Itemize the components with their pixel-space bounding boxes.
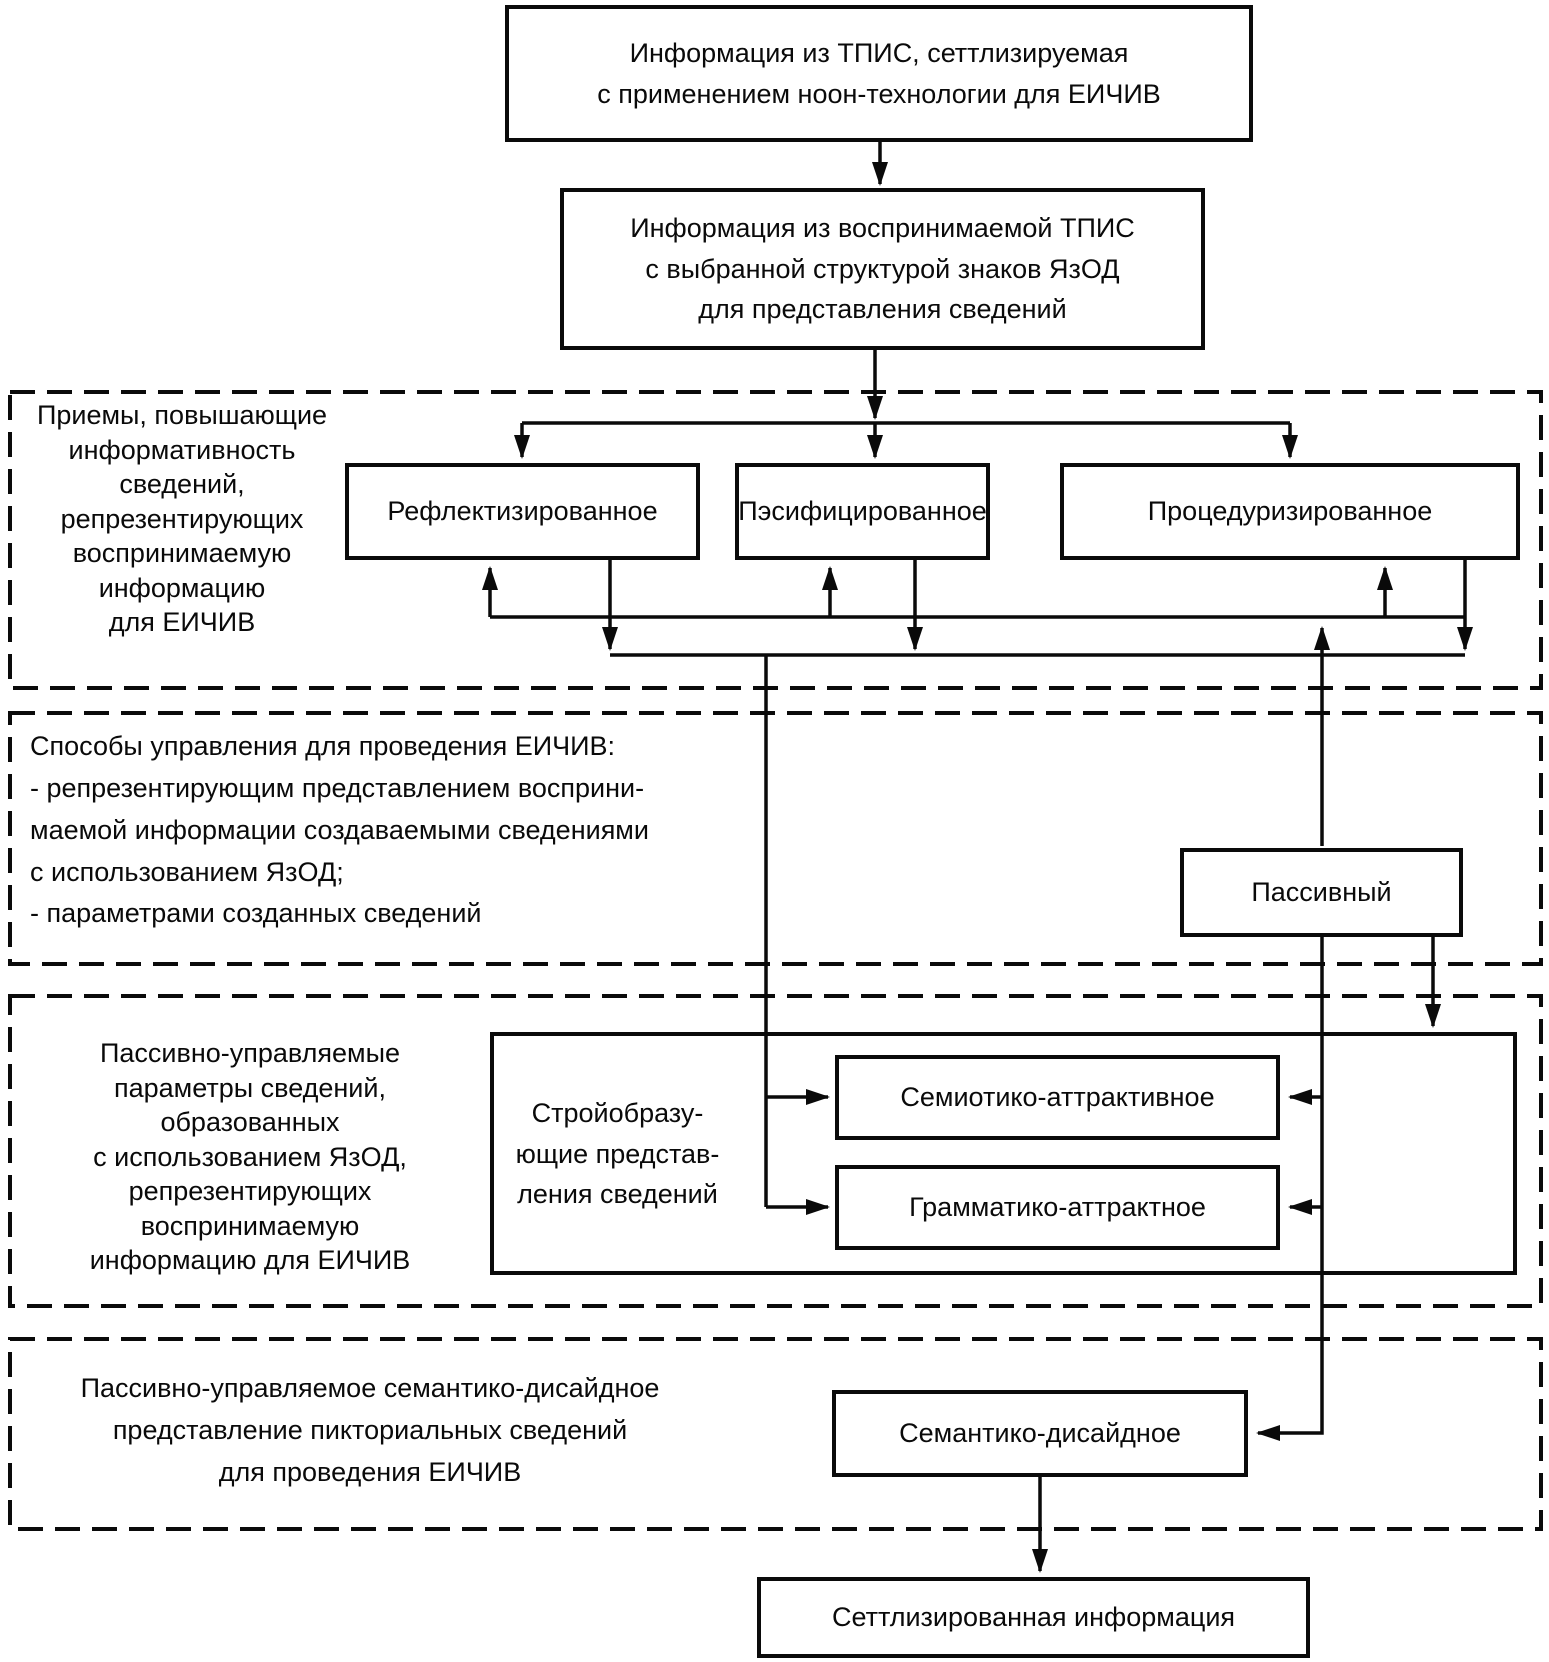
box-passive-label: Пассивный [1251,877,1392,908]
box-semiotic-attractive-label: Семиотико-аттрактивное [900,1082,1215,1113]
box-pacified-label: Пэсифицированное [738,496,987,527]
forming-container-label: Стройобразу- ющие представ- ления сведен… [515,1098,720,1210]
box-grammatic-attractive-label: Грамматико-аттрактное [909,1192,1206,1223]
box-source-tpis-label: Информация из ТПИС, сеттлизируемая с при… [597,38,1161,109]
box-perceived-info: Информация из воспринимаемой ТПИС с выбр… [560,188,1205,350]
section1-label: Приемы, повышающие информативность сведе… [36,400,328,638]
box-pacified: Пэсифицированное [735,463,990,560]
box-semiotic-attractive: Семиотико-аттрактивное [835,1055,1280,1140]
box-output: Сеттлизированная информация [757,1577,1310,1658]
box-semantic-design: Семантико-дисайдное [832,1390,1248,1477]
box-procedurized: Процедуризированное [1060,463,1520,560]
box-grammatic-attractive: Грамматико-аттрактное [835,1165,1280,1250]
box-output-label: Сеттлизированная информация [831,1602,1236,1633]
section4-label: Пассивно-управляемое семантико-дисайдное… [80,1373,660,1487]
box-reflectivized-label: Рефлектизированное [387,496,658,527]
box-reflectivized: Рефлектизированное [345,463,700,560]
section2-label: Способы управления для проведения ЕИЧИВ:… [30,731,649,929]
box-perceived-info-label: Информация из воспринимаемой ТПИС с выбр… [630,213,1135,325]
section3-label: Пассивно-управляемые параметры сведений,… [89,1038,411,1276]
box-passive: Пассивный [1180,848,1463,937]
box-procedurized-label: Процедуризированное [1147,496,1433,527]
box-semantic-design-label: Семантико-дисайдное [899,1418,1181,1449]
box-source-tpis: Информация из ТПИС, сеттлизируемая с при… [505,5,1253,142]
